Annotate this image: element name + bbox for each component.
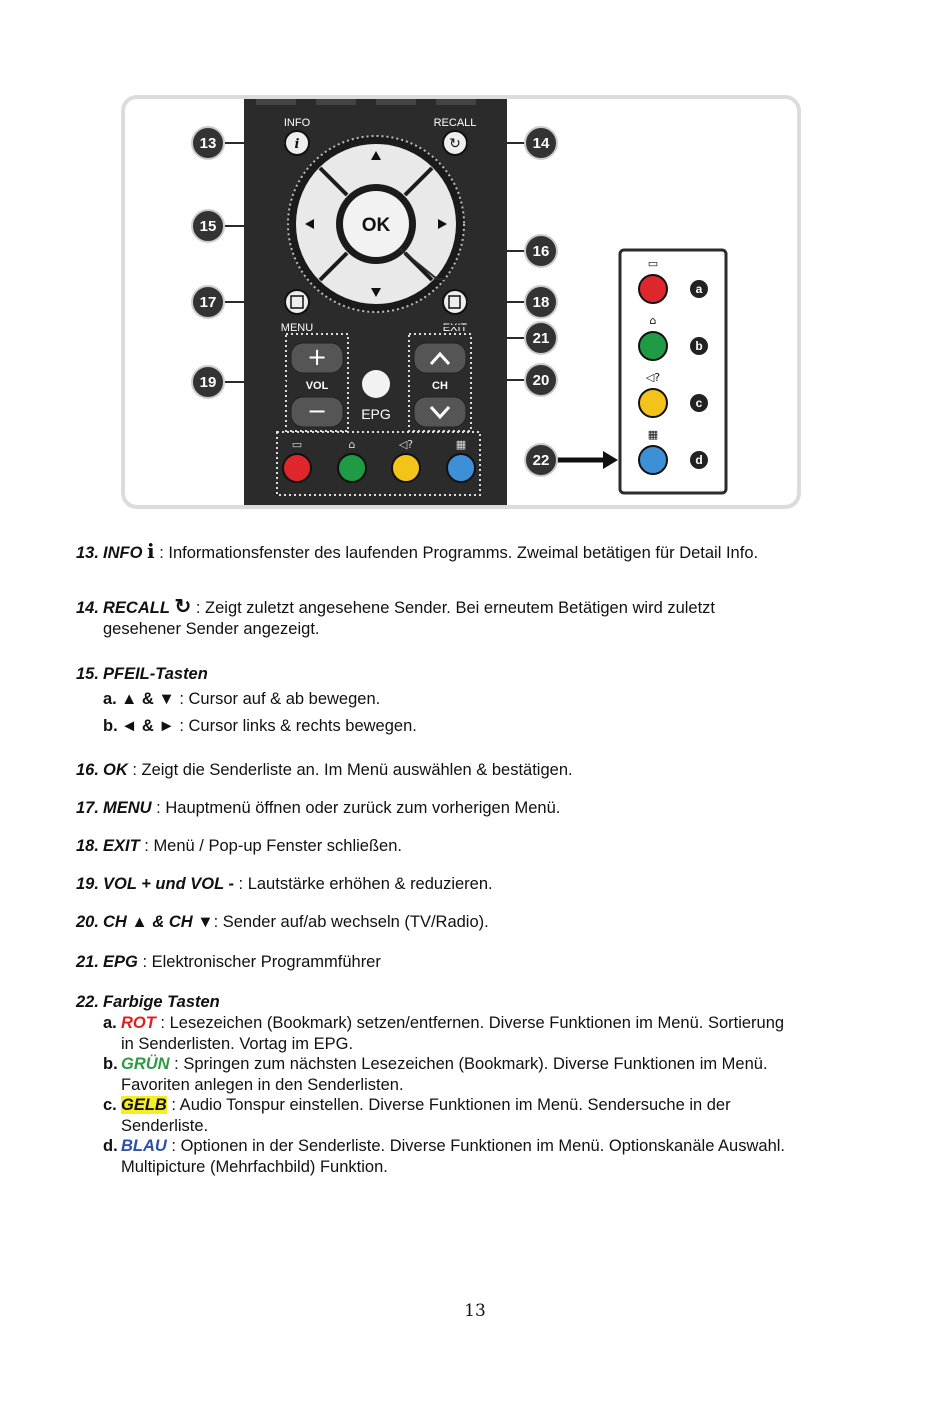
svg-text:18: 18 [533, 294, 550, 311]
bookmark-icon: ▭ [292, 438, 302, 451]
svg-text:21: 21 [533, 330, 550, 347]
item-19: 19.VOL + und VOL - : Lautstärke erhöhen … [76, 874, 493, 895]
green-button [338, 454, 366, 482]
minus-icon: − [307, 397, 327, 425]
color-legend-box [620, 250, 726, 493]
menu-label: MENU [281, 322, 313, 334]
svg-text:13: 13 [200, 135, 217, 152]
red-button [283, 454, 311, 482]
legend-letter-b: b [690, 337, 708, 355]
item-22-d: d.BLAU : Optionen in der Senderliste. Di… [103, 1136, 785, 1178]
remote-illustration: INFO i RECALL ↻ OK MENU [125, 99, 797, 505]
menu-button [285, 290, 309, 314]
callout-14: 14 [525, 127, 557, 159]
info-icon: i [147, 539, 155, 563]
audio-icon: ◁? [399, 438, 413, 451]
svg-text:14: 14 [533, 135, 550, 152]
svg-text:15: 15 [200, 218, 217, 235]
item-20: 20.CH ▲ & CH ▼: Sender auf/ab wechseln (… [76, 912, 489, 933]
plus-icon: + [307, 343, 327, 371]
item-14: 14.RECALL ↻ : Zeigt zuletzt angesehene S… [76, 597, 715, 640]
info-icon: i [295, 137, 300, 152]
lock-icon: ⌂ [349, 438, 356, 451]
page-number: 13 [0, 1301, 950, 1321]
legend-yellow-button [639, 389, 667, 417]
legend-grid-icon: ▦ [648, 428, 658, 441]
callout-20: 20 [525, 364, 557, 396]
callout-18: 18 [525, 286, 557, 318]
legend-green-button [639, 332, 667, 360]
yellow-button [392, 454, 420, 482]
recall-icon: ↻ [449, 136, 461, 152]
recall-icon: ↻ [175, 596, 192, 618]
item-21: 21.EPG : Elektronischer Programmführer [76, 952, 381, 973]
legend-letter-c: c [690, 394, 708, 412]
legend-letter-a: a [690, 280, 708, 298]
ch-down-button [414, 397, 466, 427]
svg-text:19: 19 [200, 374, 217, 391]
epg-button [362, 370, 390, 398]
ok-label: OK [362, 215, 391, 236]
svg-text:c: c [696, 396, 703, 410]
callout-21: 21 [525, 322, 557, 354]
arrow-right-icon [603, 451, 618, 469]
svg-text:a: a [696, 282, 703, 296]
item-15: 15.PFEIL-Tasten [76, 664, 208, 685]
ch-up-button [414, 343, 466, 373]
callout-17: 17 [192, 286, 224, 318]
svg-text:22: 22 [533, 452, 550, 469]
legend-bookmark-icon: ▭ [648, 257, 658, 270]
svg-text:17: 17 [200, 294, 217, 311]
epg-label: EPG [361, 406, 391, 422]
item-22-a: a.ROT : Lesezeichen (Bookmark) setzen/en… [103, 1013, 784, 1055]
callout-16: 16 [525, 235, 557, 267]
recall-label: RECALL [434, 117, 477, 129]
item-15-a: a.▲ & ▼ : Cursor auf & ab bewegen. [103, 689, 380, 710]
remote-figure: INFO i RECALL ↻ OK MENU [121, 95, 801, 509]
ch-label: CH [432, 380, 448, 392]
vol-label: VOL [306, 380, 329, 392]
item-22: 22.Farbige Tasten [76, 992, 220, 1013]
grid-icon: ▦ [456, 438, 466, 451]
callout-15: 15 [192, 210, 224, 242]
legend-audio-icon: ◁? [646, 371, 660, 384]
legend-red-button [639, 275, 667, 303]
legend-lock-icon: ⌂ [650, 314, 657, 327]
item-18: 18.EXIT : Menü / Pop-up Fenster schließe… [76, 836, 402, 857]
callout-13: 13 [192, 127, 224, 159]
exit-label: EXIT [443, 322, 468, 334]
item-22-c: c.GELB : Audio Tonspur einstellen. Diver… [103, 1095, 731, 1137]
item-16: 16.OK : Zeigt die Senderliste an. Im Men… [76, 760, 573, 781]
info-label: INFO [284, 117, 311, 129]
svg-text:b: b [695, 339, 702, 353]
svg-text:d: d [695, 453, 702, 467]
item-15-b: b.◄ & ► : Cursor links & rechts bewegen. [103, 716, 417, 737]
svg-text:16: 16 [533, 243, 550, 260]
legend-letter-d: d [690, 451, 708, 469]
callout-22: 22 [525, 444, 557, 476]
svg-text:20: 20 [533, 372, 550, 389]
item-13: 13.INFO i : Informationsfenster des lauf… [76, 541, 758, 564]
item-22-b: b.GRÜN : Springen zum nächsten Lesezeich… [103, 1054, 768, 1096]
callout-19: 19 [192, 366, 224, 398]
exit-button [443, 290, 467, 314]
item-17: 17.MENU : Hauptmenü öffnen oder zurück z… [76, 798, 560, 819]
legend-blue-button [639, 446, 667, 474]
blue-button [447, 454, 475, 482]
